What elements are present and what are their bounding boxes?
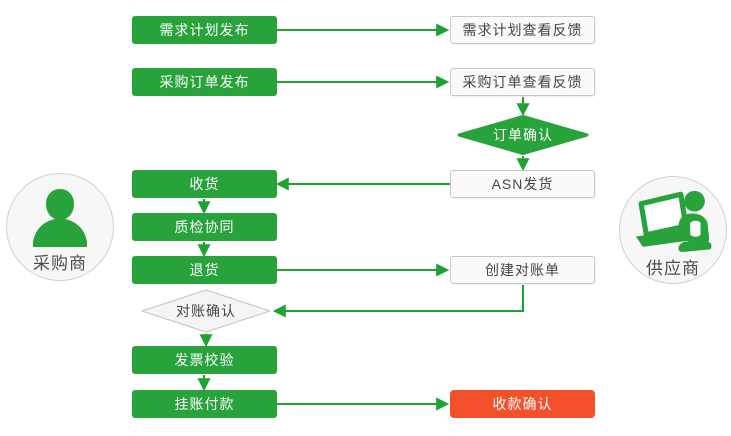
- node-label: 需求计划查看反馈: [462, 22, 583, 38]
- node-po-feedback: 采购订单查看反馈: [450, 68, 595, 96]
- node-label: 收款确认: [492, 396, 553, 412]
- actor-supplier-label: 供应商: [646, 259, 700, 278]
- node-label: ASN发货: [491, 176, 554, 192]
- node-label: 发票校验: [174, 352, 235, 368]
- node-label: 质检协同: [174, 219, 235, 235]
- node-label: 挂账付款: [174, 396, 235, 412]
- diamond-shape: [141, 289, 271, 333]
- diamond-shape: [457, 115, 589, 155]
- node-payment: 挂账付款: [132, 390, 277, 418]
- node-label: 采购订单查看反馈: [462, 74, 583, 90]
- actor-buyer: 采购商: [6, 173, 114, 281]
- node-label: 退货: [189, 262, 220, 278]
- node-label: 收货: [189, 176, 220, 192]
- node-demand-plan-publish: 需求计划发布: [132, 16, 277, 44]
- node-invoice-check: 发票校验: [132, 346, 277, 374]
- node-label: 对账确认: [176, 303, 236, 319]
- person-laptop-icon: [635, 190, 712, 252]
- node-label: 创建对账单: [485, 262, 560, 278]
- node-return-goods: 退货: [132, 256, 277, 284]
- node-recon-confirm: 对账确认: [141, 289, 271, 333]
- node-label: 采购订单发布: [159, 74, 250, 90]
- actor-supplier: 供应商: [619, 176, 727, 284]
- node-receipt-confirm: 收款确认: [450, 390, 595, 418]
- node-label: 订单确认: [493, 127, 553, 143]
- node-label: 需求计划发布: [159, 22, 250, 38]
- node-po-publish: 采购订单发布: [132, 68, 277, 96]
- actor-buyer-label: 采购商: [33, 254, 87, 273]
- node-create-statement: 创建对账单: [450, 256, 595, 284]
- node-asn-ship: ASN发货: [450, 170, 595, 198]
- node-receive-goods: 收货: [132, 170, 277, 198]
- edge-statement-to-recon-confirm: [272, 285, 524, 318]
- node-demand-plan-feedback: 需求计划查看反馈: [450, 16, 595, 44]
- node-order-confirm: 订单确认: [457, 115, 589, 155]
- person-icon: [33, 189, 87, 247]
- node-quality-collab: 质检协同: [132, 213, 277, 241]
